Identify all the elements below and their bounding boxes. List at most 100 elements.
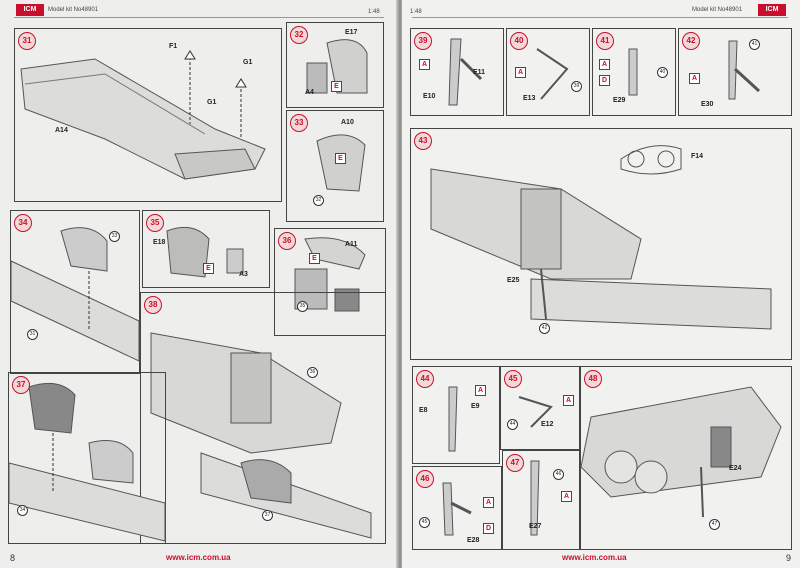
strut-drawing <box>448 38 483 106</box>
step-44-panel: 44 A E8 E9 <box>412 366 500 464</box>
part-drawing <box>294 237 366 312</box>
step-number: 43 <box>414 132 432 150</box>
step-40-panel: 40 A E13 39 <box>506 28 590 116</box>
step-number: 33 <box>290 114 308 132</box>
step-39-panel: 39 A E11 E10 <box>410 28 504 116</box>
part-a3: A3 <box>239 271 248 278</box>
step-34-panel: 34 33 31 <box>10 210 140 374</box>
part-a10: A10 <box>341 119 354 126</box>
step-45-panel: 45 A E12 44 <box>500 366 580 450</box>
fuselage-drawing <box>10 227 140 362</box>
header-rule <box>14 17 384 18</box>
marker-e: E <box>335 153 346 164</box>
part-e27: E27 <box>529 523 542 530</box>
step-32-panel: 32 E17 A4 E <box>286 22 384 108</box>
part-a4: A4 <box>305 89 314 96</box>
fuselage-drawing <box>430 145 772 330</box>
marker-a: A <box>563 395 574 406</box>
marker-e: E <box>331 81 342 92</box>
page-number-left: 8 <box>10 553 16 563</box>
fuselage-drawing <box>580 386 782 518</box>
step-number: 35 <box>146 214 164 232</box>
step-31-panel: 31 F1 G1 G1 A14 <box>14 28 282 202</box>
part-e17: E17 <box>345 29 358 36</box>
part-drawing <box>166 226 244 278</box>
part-a11: A11 <box>345 241 358 248</box>
step-number: 40 <box>510 32 528 50</box>
ref-46: 46 <box>553 469 564 480</box>
part-e13: E13 <box>523 95 536 102</box>
icm-logo: ICM <box>16 4 44 16</box>
marker-a: A <box>561 491 572 502</box>
strut-drawing <box>728 40 761 100</box>
step-number: 45 <box>504 370 522 388</box>
ref-31: 31 <box>27 329 38 340</box>
marker-a: A <box>475 385 486 396</box>
scale: 1:48 <box>368 9 380 15</box>
step-number: 41 <box>596 32 614 50</box>
model-kit-number: Model kit No48901 <box>692 7 743 13</box>
step-43-panel: 43 F14 E25 42 <box>410 128 792 360</box>
page-number-right: 9 <box>786 553 792 563</box>
step-42-panel: 42 A E30 41 <box>678 28 792 116</box>
fuselage-drawing <box>150 332 372 539</box>
step-number: 38 <box>144 296 162 314</box>
step-38-panel: 38 36 <box>140 292 386 544</box>
model-kit-number: Model kit No48901 <box>48 7 99 13</box>
marker-a: A <box>689 73 700 84</box>
part-e18: E18 <box>153 239 166 246</box>
part-f1: F1 <box>169 43 178 50</box>
marker-e: E <box>309 253 320 264</box>
part-e25: E25 <box>507 277 520 284</box>
ref-34: 34 <box>17 505 28 516</box>
step-46-panel: 46 A D 45 E28 <box>412 466 502 550</box>
part-e24: E24 <box>729 465 742 472</box>
step-number: 44 <box>416 370 434 388</box>
step-33-panel: 33 A10 E 32 <box>286 110 384 222</box>
part-g1: G1 <box>207 99 217 106</box>
step-number: 31 <box>18 32 36 50</box>
part-g1: G1 <box>243 59 253 66</box>
scale: 1:48 <box>410 9 422 15</box>
strut-drawing <box>536 48 569 100</box>
step-35-panel: 35 E18 A3 E <box>142 210 270 288</box>
ref-41: 41 <box>749 39 760 50</box>
ref-40: 40 <box>657 67 668 78</box>
step-36-panel: 36 A11 E 35 <box>274 228 386 336</box>
ref-44: 44 <box>507 419 518 430</box>
ref-35: 35 <box>297 301 308 312</box>
part-e8: E8 <box>419 407 428 414</box>
step-number: 34 <box>14 214 32 232</box>
step-37-panel: 37 34 <box>8 372 166 544</box>
part-a14: A14 <box>55 127 68 134</box>
step-number: 32 <box>290 26 308 44</box>
part-e30: E30 <box>701 101 714 108</box>
header-rule <box>412 17 788 18</box>
ref-36: 36 <box>307 367 318 378</box>
step-number: 37 <box>12 376 30 394</box>
ref-32: 32 <box>313 195 324 206</box>
step-number: 36 <box>278 232 296 250</box>
step-number: 42 <box>682 32 700 50</box>
website-right: www.icm.com.ua <box>562 553 627 562</box>
ref-33: 33 <box>109 231 120 242</box>
strut-drawing <box>518 396 553 428</box>
marker-a: A <box>419 59 430 70</box>
strut-drawing <box>628 48 638 96</box>
marker-a: A <box>599 59 610 70</box>
website-left: www.icm.com.ua <box>166 553 231 562</box>
part-f14: F14 <box>691 153 704 160</box>
marker-d: D <box>599 75 610 86</box>
part-e29: E29 <box>613 97 626 104</box>
ref-47: 47 <box>709 519 720 530</box>
marker-a: A <box>515 67 526 78</box>
step-number: 48 <box>584 370 602 388</box>
part-e9: E9 <box>471 403 480 410</box>
part-drawing <box>306 39 368 94</box>
ref-37: 37 <box>262 510 273 521</box>
part-e10: E10 <box>423 93 436 100</box>
fuselage-drawing <box>20 50 266 180</box>
right-page: 1:48 Model kit No48901 ICM 39 A E11 E10 … <box>402 0 800 568</box>
part-drawing <box>316 134 366 192</box>
